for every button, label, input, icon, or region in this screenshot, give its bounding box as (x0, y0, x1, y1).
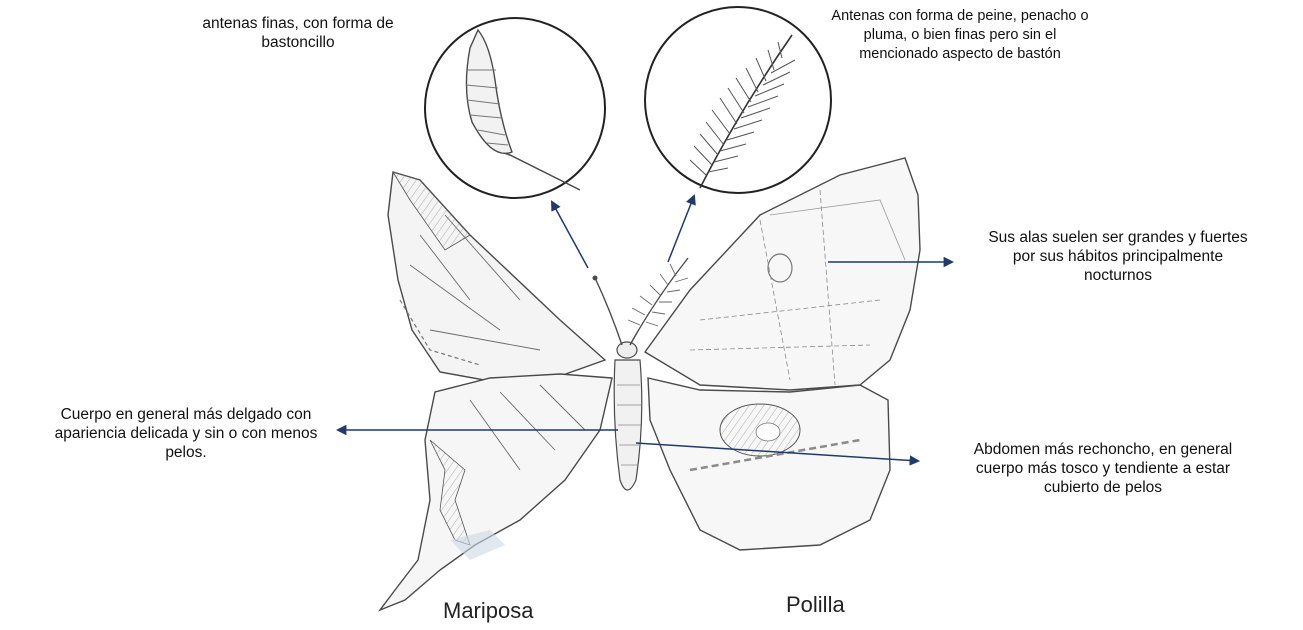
label-line: Antenas con forma de peine, penacho o (810, 7, 1110, 26)
label-line: cubierto de pelos (922, 478, 1284, 497)
arrow-to-butterfly-antenna-zoom (552, 202, 588, 268)
moth-forewing (645, 158, 920, 390)
arrow-to-moth-antenna-zoom (668, 196, 694, 262)
label-line: por sus hábitos principalmente (938, 247, 1298, 266)
moth-hindwing (648, 378, 890, 550)
label-line: nocturnos (938, 266, 1298, 285)
label-line: pluma, o bien finas pero sin el (810, 26, 1110, 45)
label-moth-abdomen: Abdomen más rechoncho, en general cuerpo… (922, 440, 1284, 497)
moth-antenna-zoom-circle (645, 7, 831, 193)
label-line: Sus alas suelen ser grandes y fuertes (938, 228, 1298, 247)
label-line: pelos. (2, 443, 370, 462)
caption-moth: Polilla (786, 592, 845, 618)
label-moth-antenna: Antenas con forma de peine, penacho o pl… (810, 7, 1110, 64)
label-line: Abdomen más rechoncho, en general (922, 440, 1284, 459)
label-line: Cuerpo en general más delgado con (2, 405, 370, 424)
label-line: mencionado aspecto de bastón (810, 45, 1110, 64)
insect-body (614, 342, 642, 490)
butterfly-hindwing (380, 374, 612, 610)
caption-butterfly: Mariposa (443, 598, 533, 624)
label-butterfly-body: Cuerpo en general más delgado con aparie… (2, 405, 370, 462)
butterfly-forewing (388, 172, 605, 382)
butterfly-antenna (596, 280, 622, 345)
label-line: antenas finas, con forma de (148, 14, 448, 33)
butterfly-antenna-zoom-circle (425, 18, 605, 198)
label-line: apariencia delicada y sin o con menos (2, 424, 370, 443)
label-line: cuerpo más tosco y tendiente a estar (922, 459, 1284, 478)
label-butterfly-antenna: antenas finas, con forma de bastoncillo (148, 14, 448, 52)
label-line: bastoncillo (148, 33, 448, 52)
label-moth-wings: Sus alas suelen ser grandes y fuertes po… (938, 228, 1298, 285)
